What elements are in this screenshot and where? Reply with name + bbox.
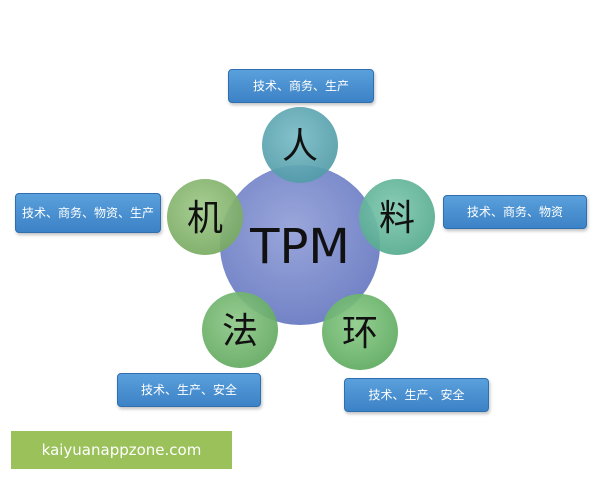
node-label-fa: 法	[222, 311, 258, 352]
node-label-liao: 料	[379, 198, 415, 239]
label-box-fa: 技术、生产、安全	[117, 373, 261, 407]
label-box-ji: 技术、商务、物资、生产	[15, 193, 161, 233]
watermark-banner: kaiyuanappzone.com	[11, 431, 232, 469]
center-label: TPM	[249, 219, 350, 275]
node-circle-huan	[322, 294, 398, 370]
label-box-ren: 技术、商务、生产	[228, 69, 374, 103]
node-label-ji: 机	[187, 198, 223, 239]
node-circle-ji	[167, 179, 243, 255]
node-circle-liao	[359, 179, 435, 255]
node-label-ren: 人	[282, 126, 318, 167]
label-box-liao: 技术、商务、物资	[443, 195, 587, 229]
label-box-huan: 技术、生产、安全	[344, 378, 489, 412]
node-circle-fa	[202, 292, 278, 368]
node-circle-ren	[262, 107, 338, 183]
node-label-huan: 环	[342, 313, 378, 354]
center-circle	[220, 165, 380, 325]
